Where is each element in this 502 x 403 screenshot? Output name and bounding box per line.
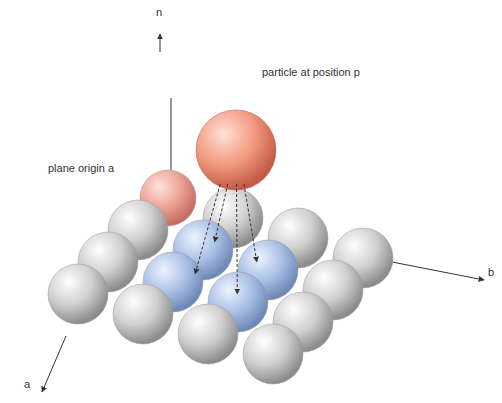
interaction-arrow	[244, 184, 257, 262]
interaction-arrow	[236, 184, 238, 294]
axis-label: a	[24, 378, 30, 391]
interaction-arrow	[215, 184, 228, 242]
particle-label: particle at position p	[262, 66, 360, 79]
n-axis-tick	[160, 34, 161, 52]
particle-sphere	[196, 110, 276, 190]
axis-label: n	[156, 6, 162, 19]
axis-label: b	[488, 266, 494, 279]
lattice-sphere	[113, 284, 173, 344]
lattice-sphere	[48, 264, 108, 324]
b-axis-arrow	[392, 262, 484, 280]
n-axis-line	[171, 98, 172, 176]
origin-label: plane origin a	[48, 162, 114, 175]
lattice-sphere	[243, 324, 303, 384]
lattice-sphere	[178, 304, 238, 364]
interaction-arrow	[195, 184, 220, 274]
a-axis-arrow	[42, 336, 66, 392]
